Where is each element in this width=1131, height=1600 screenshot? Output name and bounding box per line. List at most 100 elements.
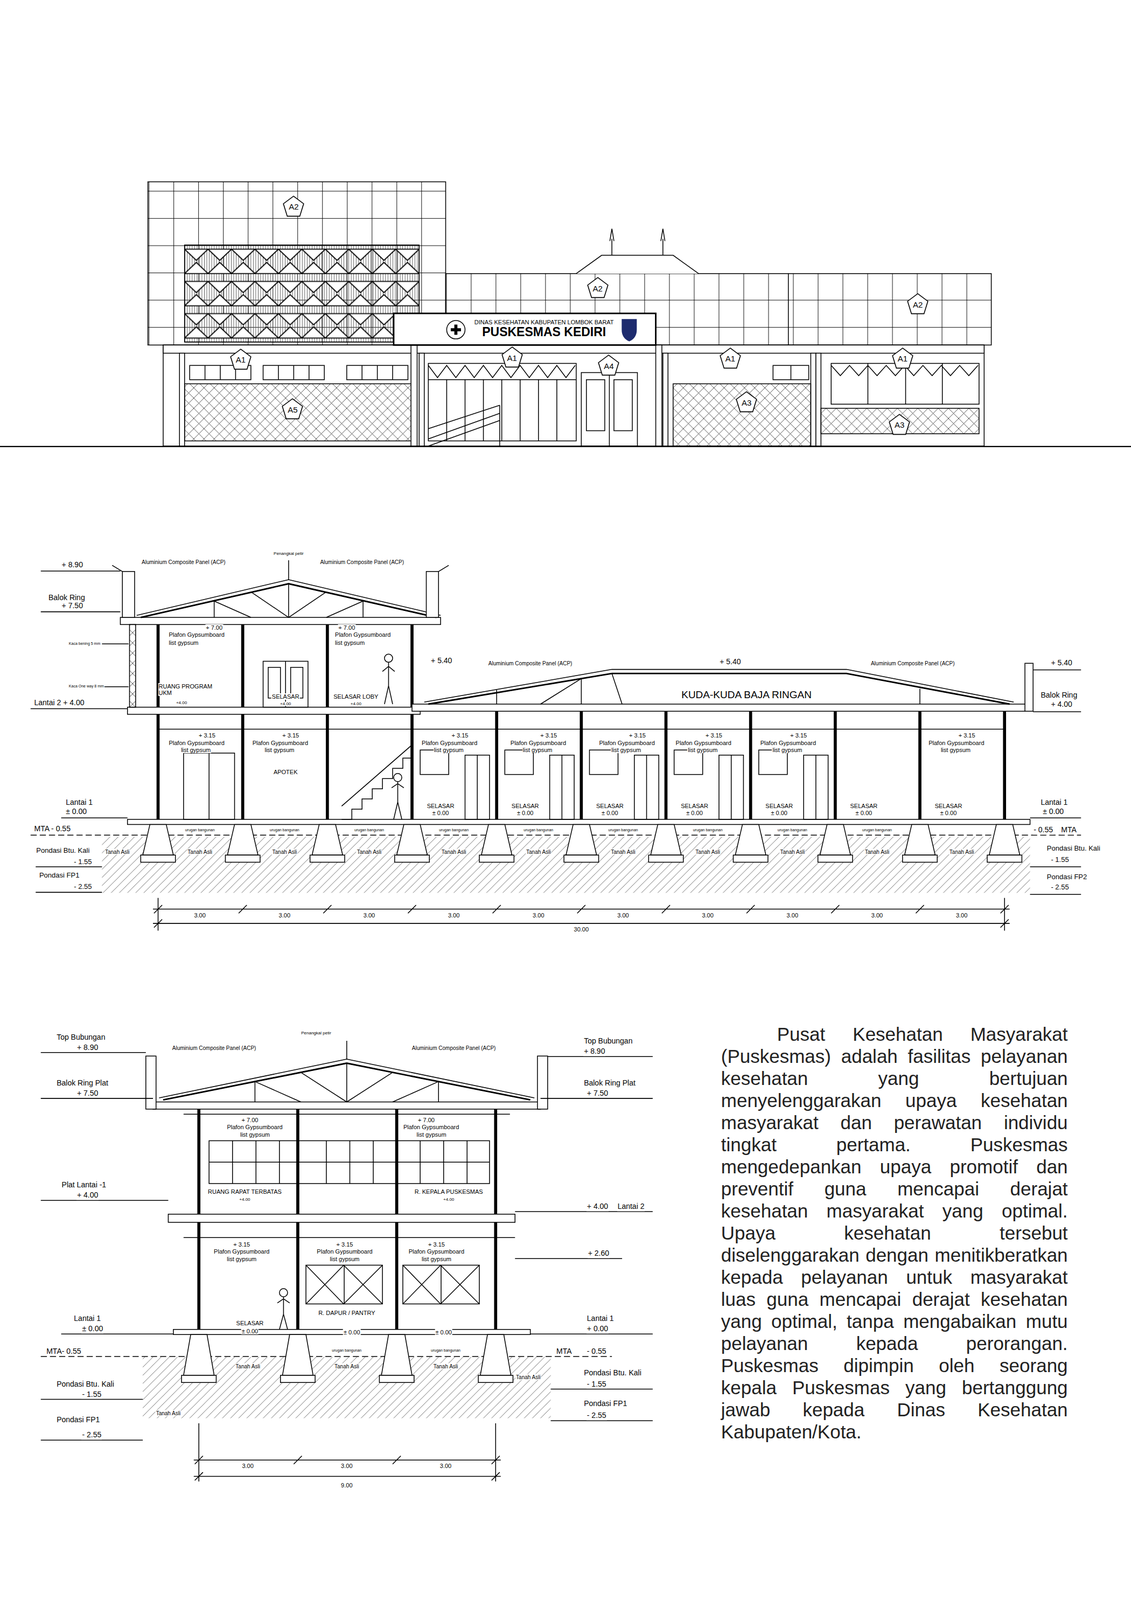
cross-section-line	[208, 1140, 490, 1184]
cross-section-line	[40, 1052, 174, 1441]
front-elevation-line	[361, 365, 393, 380]
drawing-label: list gypsum	[771, 746, 803, 753]
callout-tag: A1	[229, 348, 252, 370]
drawing-label: RUANG RAPAT TERBATAS	[207, 1188, 283, 1195]
drawing-label: Plafon Gypsumboard	[252, 738, 309, 746]
front-elevation-line	[586, 379, 605, 431]
cross-section-line	[181, 1374, 216, 1382]
long-section-line	[989, 824, 1021, 855]
long-section-line	[504, 749, 534, 774]
drawing-label: 3.00	[340, 1462, 353, 1469]
drawing-label: + 3.15	[427, 1240, 446, 1248]
pentagon-outline	[892, 347, 913, 368]
front-elevation-line	[609, 372, 611, 446]
drawing-label: urugan bangunan	[184, 828, 216, 833]
long-section-line	[496, 703, 1005, 820]
drawing-label: Tanah Asli	[441, 848, 467, 855]
long-section-line	[648, 854, 683, 862]
drawing-label: - 2.55	[73, 882, 93, 890]
long-section-line	[904, 824, 936, 855]
drawing-label: Balok Ring	[1039, 691, 1078, 700]
drawing-label: + 8.90	[61, 560, 84, 569]
long-section-line	[140, 854, 176, 862]
cross-section-line	[537, 1055, 548, 1109]
drawing-label: - 1.55	[73, 857, 93, 866]
front-elevation-line	[163, 344, 984, 446]
drawing-label: Aluminium Composite Panel (ACP)	[870, 659, 956, 666]
drawing-label: Tanah Asli	[234, 1362, 261, 1369]
drawing-label: urugan bangunan	[608, 828, 639, 833]
cross-section-line	[305, 1264, 383, 1304]
cross-section-line	[514, 1056, 653, 1421]
drawing-label: Penangkal petir	[300, 1030, 332, 1036]
cross-section-line	[254, 1063, 439, 1102]
drawing-label: Pondasi FP1	[56, 1415, 101, 1424]
long-section-line	[120, 617, 441, 625]
front-elevation-line	[184, 383, 414, 441]
cross-section	[40, 1040, 653, 1482]
front-elevation-line	[581, 372, 638, 446]
drawing-label: 3.00	[447, 911, 460, 919]
long-section-line	[101, 643, 129, 687]
pentagon-outline	[501, 346, 523, 367]
drawing-label: + 5.40	[1050, 658, 1073, 667]
long-section-line	[634, 755, 659, 820]
drawing-label: list gypsum	[940, 746, 972, 753]
drawing-label: ± 0.00	[939, 809, 958, 816]
front-elevation-line	[446, 320, 465, 339]
cross-section-line	[152, 1101, 541, 1109]
drawing-label: urugan bangunan	[353, 828, 385, 833]
drawing-label: + 5.40	[718, 657, 742, 666]
front-elevation-line	[831, 363, 979, 405]
drawing-label: - 1.55	[586, 1379, 607, 1388]
callout-tag: A4	[597, 354, 620, 376]
drawing-label: list gypsum	[329, 1255, 361, 1262]
drawing-label: + 3.15	[232, 1240, 251, 1248]
drawing-label: 3.00	[439, 1462, 452, 1469]
drawing-label: Pondasi FP2	[1046, 873, 1088, 881]
drawing-label: + 7.00	[205, 624, 223, 631]
front-elevation-line	[613, 379, 633, 431]
callout-tag: A1	[501, 346, 523, 368]
long-section-line	[214, 583, 363, 618]
front-elevation-line	[428, 405, 500, 446]
front-elevation-line	[263, 365, 325, 380]
cross-section-line	[40, 1355, 612, 1357]
cross-section-line	[183, 1334, 215, 1375]
callout-tag: A2	[282, 195, 305, 218]
front-elevation-line	[393, 313, 656, 346]
callout-label: A2	[592, 284, 603, 294]
drawing-label: + 7.00	[337, 624, 356, 631]
front-elevation-line	[662, 353, 668, 446]
drawing-label: Pondasi Btu. Kali	[35, 846, 90, 855]
drawing-label: + 3.15	[336, 1240, 354, 1248]
drawing-label: Tanah Asli	[333, 1362, 360, 1369]
front-elevation-line	[815, 353, 821, 446]
callout-tag: A3	[888, 413, 911, 436]
long-section-line	[140, 583, 437, 618]
drawing-label: 3.00	[701, 911, 714, 919]
long-section-line	[310, 854, 345, 862]
drawing-label: Pondasi Btu. Kali	[583, 1368, 642, 1377]
drawing-label: ± 0.00	[770, 809, 788, 816]
drawing-label: list gypsum	[421, 1255, 452, 1262]
front-elevation-line	[205, 365, 236, 380]
front-elevation-line	[163, 344, 984, 353]
drawing-label: Plafon Gypsumboard	[759, 738, 817, 746]
drawing-label: Lantai 1	[65, 798, 94, 807]
long-section-line	[263, 660, 309, 707]
drawing-label: ± 0.00	[1042, 807, 1065, 816]
drawing-label: +4.00	[350, 701, 362, 707]
drawing-label: - 2.55	[81, 1430, 102, 1440]
drawing-label: Tanah Asli	[610, 848, 637, 855]
drawing-label: Aluminium Composite Panel (ACP)	[487, 659, 574, 666]
drawing-label: list gypsum	[416, 1131, 448, 1138]
signboard-title: PUSKESMAS KEDIRI	[482, 325, 606, 339]
drawing-label: + 8.90	[583, 1047, 606, 1056]
front-elevation-line	[450, 324, 462, 335]
drawing-label: + 8.90	[76, 1043, 99, 1052]
pentagon-outline	[598, 354, 620, 375]
cross-section-line	[402, 1264, 480, 1304]
drawing-label: Plafon Gypsumboard	[168, 631, 225, 638]
drawing-label: Plafon Gypsumboard	[598, 738, 656, 746]
